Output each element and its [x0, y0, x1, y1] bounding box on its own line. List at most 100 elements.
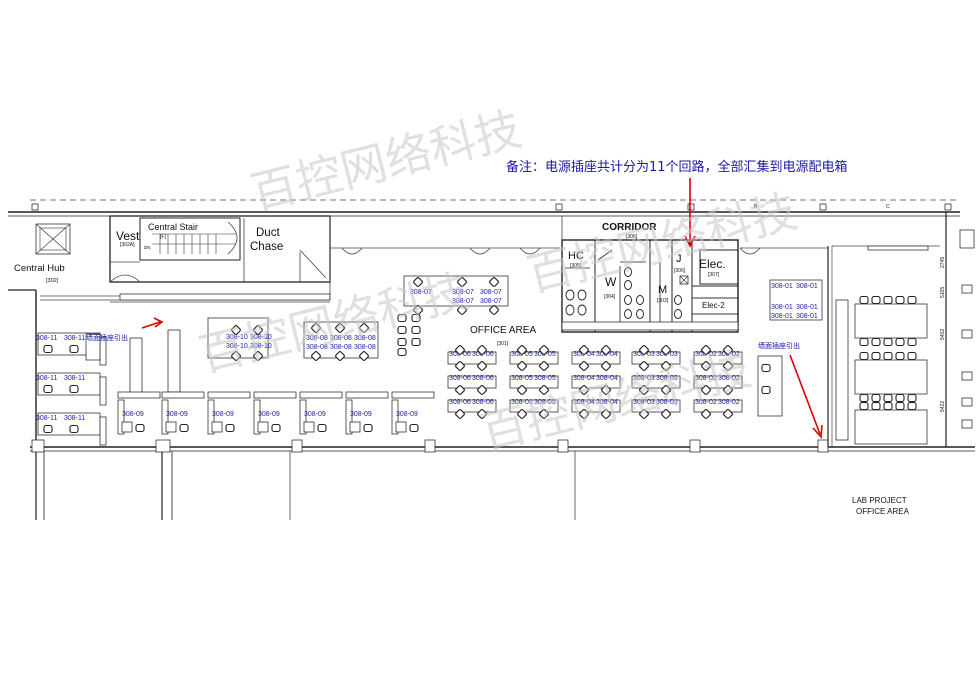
- desk: [129, 337, 143, 397]
- dim-2745: 2745: [940, 257, 946, 268]
- desk-label-r03: 308-03: [633, 375, 655, 382]
- chair: [477, 345, 487, 355]
- chair: [883, 337, 893, 347]
- chair: [231, 325, 241, 335]
- chair: [859, 393, 869, 403]
- office-area-label: OFFICE AREA: [470, 325, 536, 336]
- desk: [207, 391, 251, 399]
- chair: [455, 361, 465, 371]
- chair: [907, 295, 917, 305]
- chair: [871, 401, 881, 411]
- desk-label-308-08: 308-08: [354, 344, 376, 351]
- desk-label-308-01: 308-01: [771, 304, 793, 311]
- chair: [871, 337, 881, 347]
- lab-project-label: LAB PROJECT: [852, 496, 907, 505]
- desk-label-308-09: 308-09: [122, 411, 144, 418]
- chair: [639, 385, 649, 395]
- desk-label-308-10: 308-10: [226, 343, 248, 350]
- desk: [161, 391, 205, 399]
- desk-label-308-11: 308-11: [36, 335, 57, 342]
- stair-block: [109, 215, 331, 283]
- desk-label-308-08: 308-08: [330, 335, 352, 342]
- desk-label-308-08: 308-08: [330, 344, 352, 351]
- chair: [455, 345, 465, 355]
- desk: [257, 421, 269, 433]
- desk-label-308-11: 308-11: [36, 415, 57, 422]
- desk-label-r03: 308-03: [656, 399, 678, 406]
- desk: [121, 421, 133, 433]
- chair: [723, 409, 733, 419]
- desk-label-r05: 308-05: [511, 375, 533, 382]
- chair: [397, 325, 407, 335]
- vest-label: Vest: [116, 229, 140, 243]
- chair: [179, 423, 189, 433]
- desk-label-308-11: 308-11: [64, 335, 85, 342]
- desk-label-r04: 308-04: [596, 375, 618, 382]
- chair: [489, 305, 499, 315]
- desk-label-r04: 308-04: [596, 399, 618, 406]
- chair: [359, 323, 369, 333]
- chair: [895, 401, 905, 411]
- chair: [907, 351, 917, 361]
- chair: [701, 361, 711, 371]
- chair: [335, 351, 345, 361]
- desk-label-308-11: 308-11: [64, 415, 85, 422]
- desk: [99, 416, 107, 446]
- j-label: J: [676, 253, 682, 265]
- chair: [871, 295, 881, 305]
- dimension-labels: 2745 5165 5402 5422 B C: [754, 204, 946, 412]
- chair: [517, 361, 527, 371]
- desk: [345, 391, 389, 399]
- m-number: [303]: [657, 298, 669, 304]
- desk-label-308-01: 308-01: [796, 313, 818, 320]
- desk-label-308-10: 308-10: [250, 343, 272, 350]
- desk-label-r06: 308-06: [449, 399, 471, 406]
- chair: [723, 345, 733, 355]
- desk-label-308-08: 308-08: [306, 335, 328, 342]
- chair: [871, 351, 881, 361]
- chair: [489, 277, 499, 287]
- desk-label-r04: 308-04: [573, 375, 595, 382]
- chair: [859, 351, 869, 361]
- chair: [69, 424, 79, 434]
- lab-tables: [835, 299, 928, 445]
- desk-label-308-09: 308-09: [258, 411, 280, 418]
- desk-label-308-08: 308-08: [306, 344, 328, 351]
- wall-outlet-note-left: 墙面插座引出: [86, 333, 128, 342]
- desk: [117, 399, 125, 435]
- desk-label-r06: 308-06: [472, 375, 494, 382]
- chair: [253, 351, 263, 361]
- chair: [895, 295, 905, 305]
- desk-label-308-01: 308-01: [796, 283, 818, 290]
- desk-label-r03: 308-03: [633, 399, 655, 406]
- chair: [761, 363, 771, 373]
- chair: [411, 325, 421, 335]
- chair: [579, 345, 589, 355]
- desk-label-r06: 308-06: [472, 399, 494, 406]
- desk-label-r05: 308-05: [511, 399, 533, 406]
- chair: [397, 347, 407, 357]
- chair: [517, 409, 527, 419]
- desk: [769, 279, 823, 321]
- room-labels: Central Hub [302] Vest [302A] Central St…: [14, 222, 910, 516]
- chair: [723, 361, 733, 371]
- desk-label-308-09: 308-09: [396, 411, 418, 418]
- desk: [253, 399, 261, 435]
- chair: [311, 323, 321, 333]
- chair: [539, 361, 549, 371]
- chair: [517, 385, 527, 395]
- power-circuit-note: 备注：电源插座共计分为11个回路，全部汇集到电源配电箱: [506, 159, 848, 175]
- desk-label-308-01: 308-01: [771, 283, 793, 290]
- chair: [455, 409, 465, 419]
- chair: [335, 323, 345, 333]
- chair: [907, 337, 917, 347]
- w-label: W: [605, 275, 617, 289]
- dim-5402: 5402: [940, 329, 946, 340]
- desk-label-308-01: 308-01: [796, 304, 818, 311]
- chair: [601, 385, 611, 395]
- chair: [135, 423, 145, 433]
- central-stair-label: Central Stair: [148, 222, 198, 232]
- desk-label-r02: 308-02: [718, 399, 740, 406]
- elec-number: [307]: [708, 272, 720, 278]
